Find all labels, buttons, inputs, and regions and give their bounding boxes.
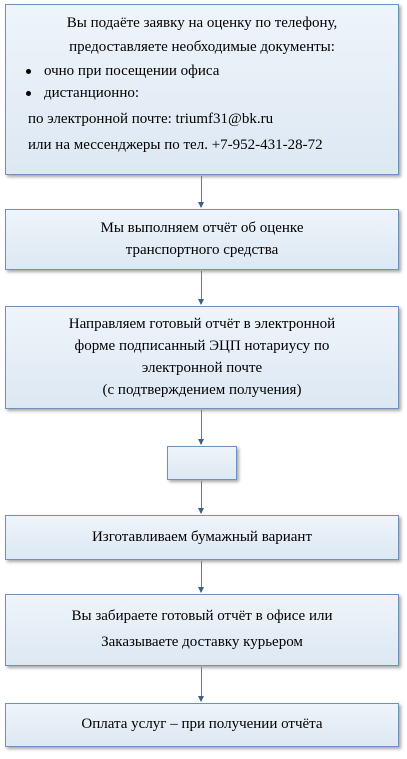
step1-phone-line: или на мессенджеры по тел. +7-952-431-28… xyxy=(28,137,323,153)
step-submit-application: Вы подаёте заявку на оценку по телефону,… xyxy=(5,4,399,175)
step1-bullet-list: очно при посещении офиса дистанционно: xyxy=(6,60,398,104)
step1-line2: предоставляете необходимые документы: xyxy=(69,39,335,55)
arrow-or-to-4 xyxy=(198,481,204,514)
step3-line1: Направляем готовый отчёт в электронной xyxy=(68,316,336,332)
step-payment: Оплата услуг – при получении отчёта xyxy=(5,703,399,747)
step4-line1: Изготавливаем бумажный вариант xyxy=(91,529,313,545)
arrow-5-to-6 xyxy=(198,667,204,702)
step-send-electronic: Направляем готовый отчёт в электронной ф… xyxy=(5,306,399,409)
step2-line1: Мы выполняем отчёт об оценке xyxy=(100,220,304,236)
step1-email-line: по электронной почте: triumf31@bk.ru xyxy=(28,111,274,127)
arrow-2-to-3 xyxy=(198,271,204,305)
step1-line1: Вы подаёте заявку на оценку по телефону, xyxy=(66,15,338,31)
step-prepare-report: Мы выполняем отчёт об оценке транспортно… xyxy=(5,209,399,270)
step3-line4: (с подтверждением получения) xyxy=(102,382,302,398)
step1-bullet-remote: дистанционно: xyxy=(6,82,398,104)
step-paper-version: Изготавливаем бумажный вариант xyxy=(5,515,399,560)
step-pickup-delivery: Вы забираете готовый отчёт в офисе или З… xyxy=(5,594,399,666)
step6-line1: Оплата услуг – при получении отчёта xyxy=(81,716,323,732)
or-label xyxy=(167,446,237,480)
arrow-4-to-5 xyxy=(198,561,204,593)
arrow-1-to-2 xyxy=(198,176,204,208)
step3-line2: форме подписанный ЭЦП нотариусу по xyxy=(74,338,330,354)
step3-line3: электронной почте xyxy=(141,360,263,376)
arrow-3-to-or xyxy=(198,410,204,445)
step5-line2: Заказываете доставку курьером xyxy=(101,634,303,650)
step1-bullet-in-office: очно при посещении офиса xyxy=(6,60,398,82)
step5-line1: Вы забираете готовый отчёт в офисе или xyxy=(71,608,333,624)
step2-line2: транспортного средства xyxy=(125,242,279,258)
